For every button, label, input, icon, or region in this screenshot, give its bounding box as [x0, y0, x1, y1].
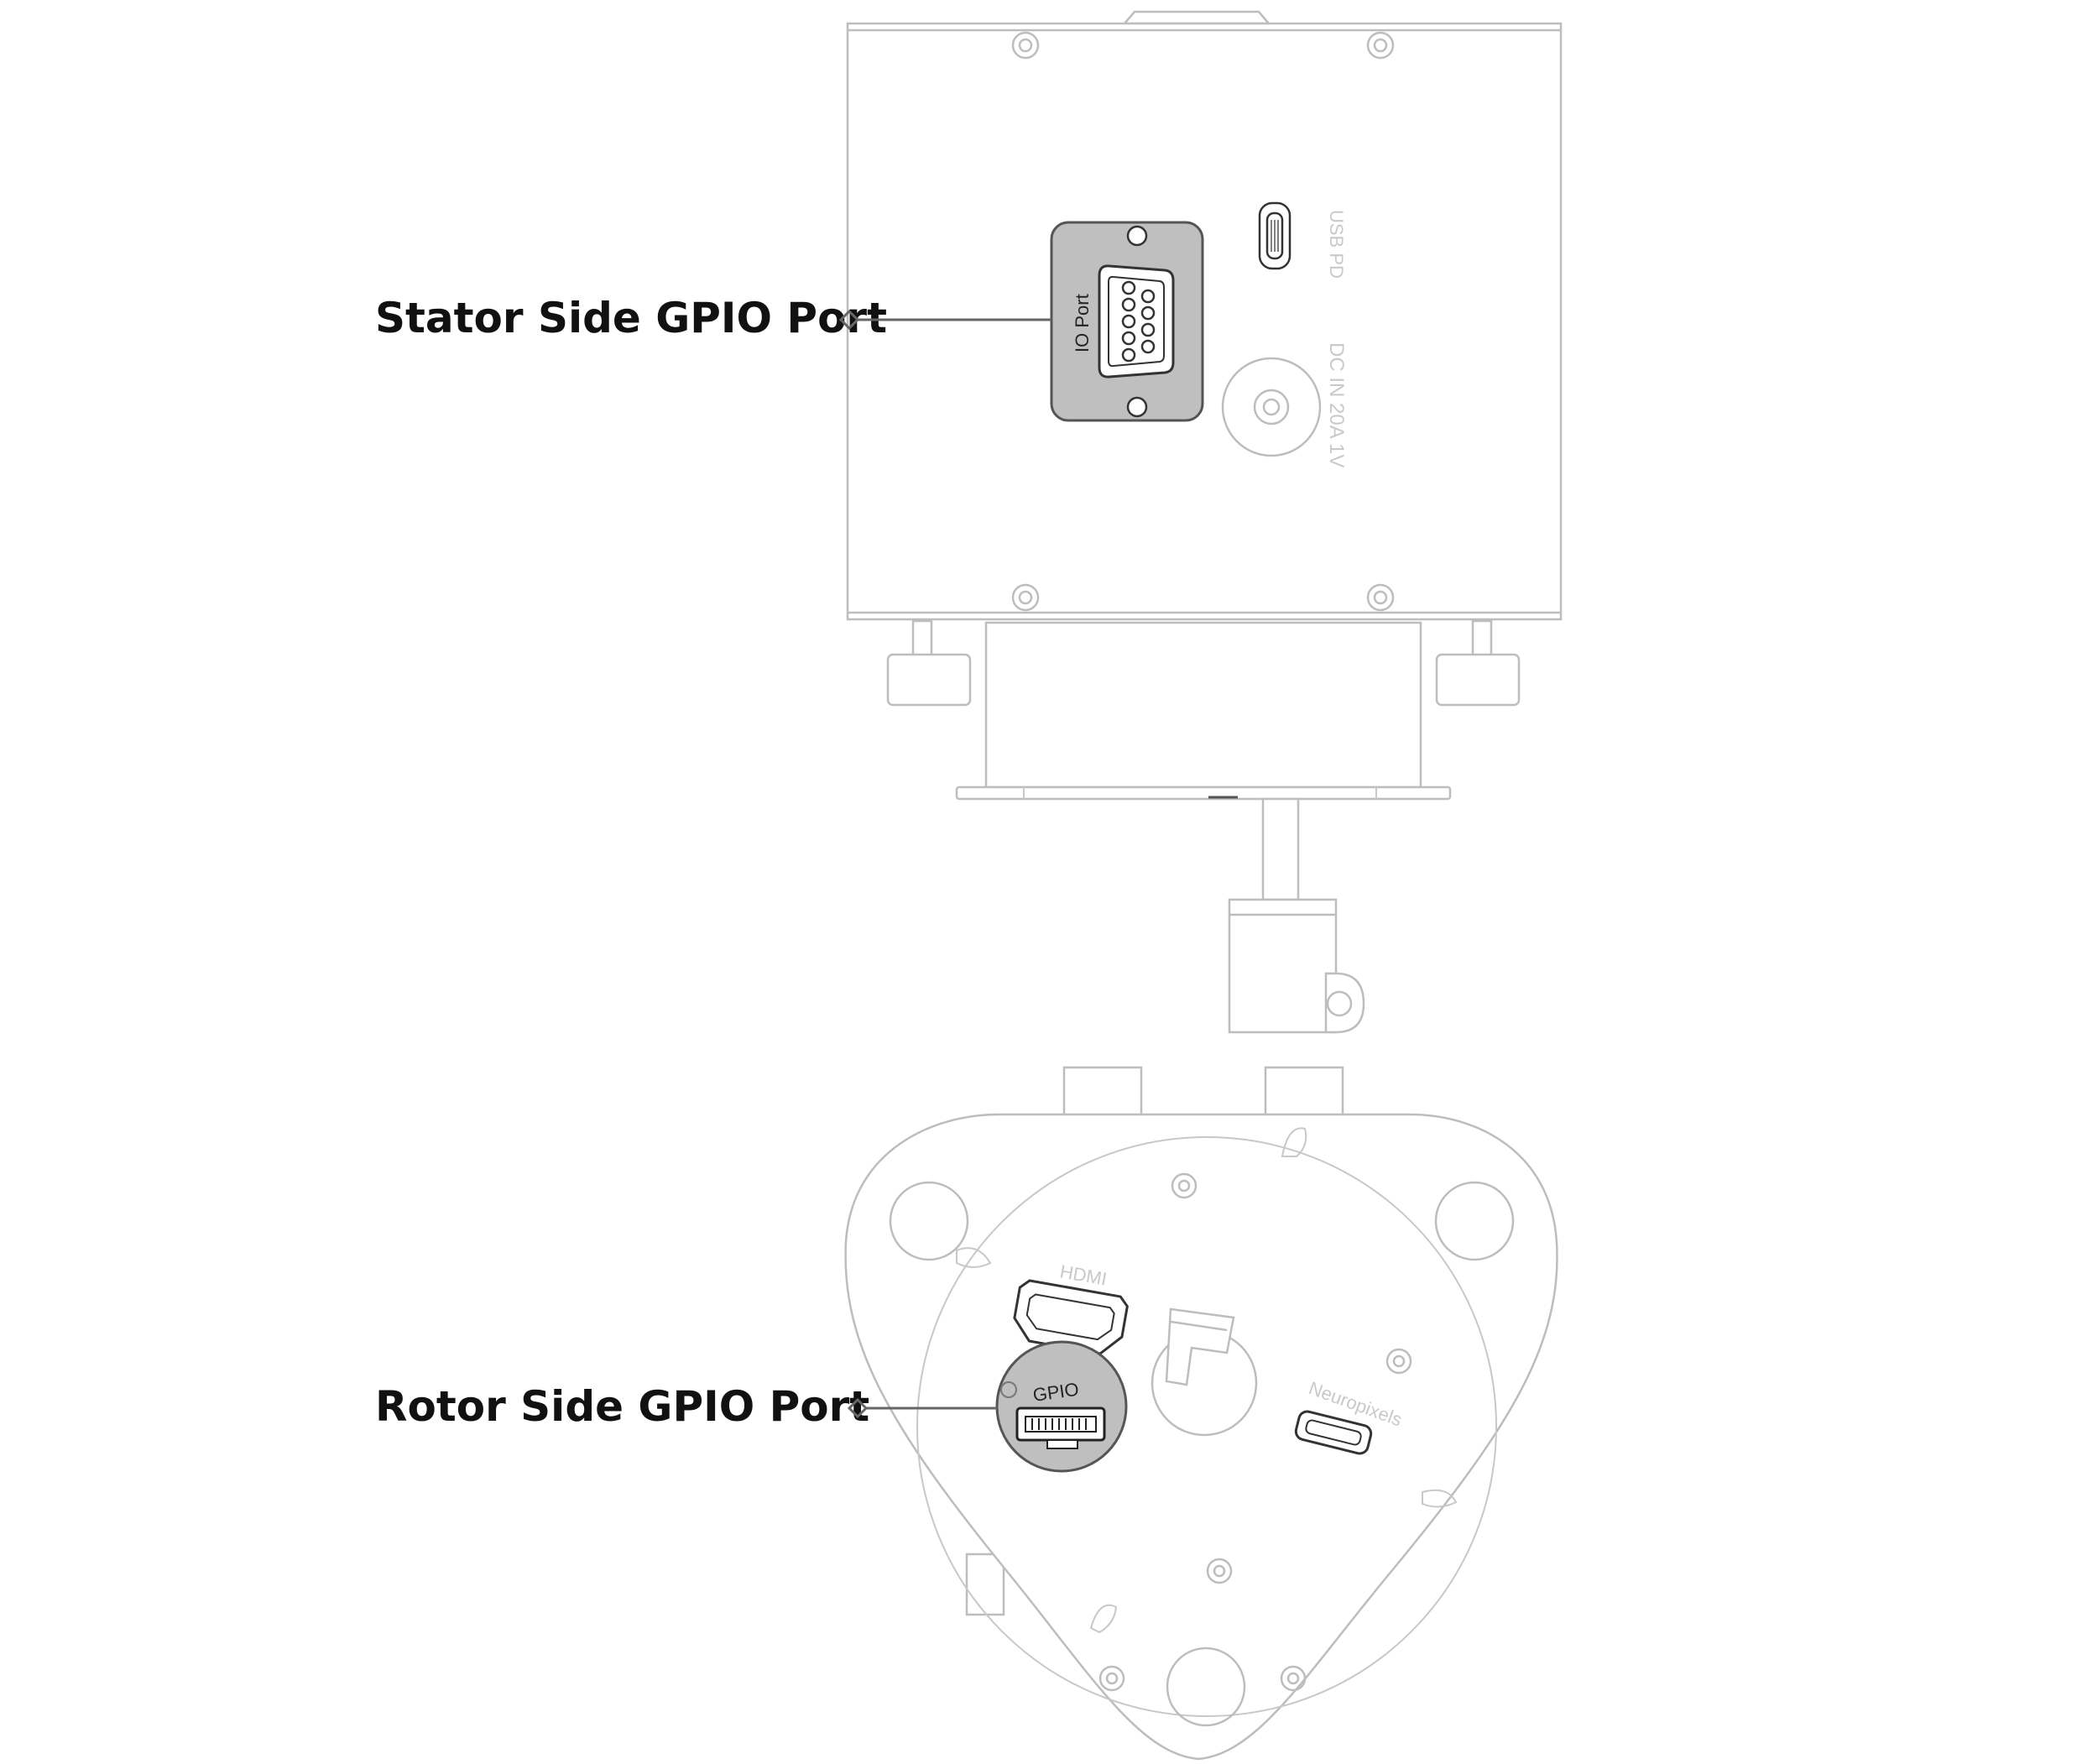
stator-housing: USB PD DC IN 20A 1V	[846, 10, 1563, 621]
usb-c-port-icon	[1258, 201, 1291, 270]
mounting-hole-icon	[889, 1181, 1515, 1727]
gpio-connector-icon	[1015, 1407, 1106, 1449]
rotor-callout-label: Rotor Side GPIO Port	[375, 1382, 869, 1431]
stator-callout-label: Stator Side GPIO Port	[375, 294, 887, 342]
io-port-plate: IO Port	[1050, 221, 1204, 422]
io-port-label: IO Port	[1072, 294, 1093, 352]
dc-in-label: DC IN 20A 1V	[1325, 342, 1348, 467]
db9-connector-icon	[1098, 264, 1175, 378]
rotor-shaft	[1228, 797, 1365, 1034]
dc-barrel-jack-icon	[1221, 357, 1322, 457]
rotor-screw-icon	[1098, 1172, 1412, 1692]
stator-feet	[886, 619, 1521, 707]
rotor-board: HDMI GPIO	[844, 1066, 1558, 1761]
rotor-callout: Rotor Side GPIO Port	[375, 1382, 997, 1431]
stator-body-lower	[955, 621, 1452, 801]
gpio-port: GPIO	[995, 1340, 1128, 1473]
usb-pd-label: USB PD	[1326, 210, 1347, 279]
neuropixels-port-icon	[1294, 1410, 1373, 1455]
keyhole-icon	[956, 1127, 1458, 1634]
center-connector-icon	[1151, 1307, 1258, 1437]
stator-callout: Stator Side GPIO Port	[375, 294, 1051, 342]
stator-screw-icon	[1011, 31, 1395, 612]
